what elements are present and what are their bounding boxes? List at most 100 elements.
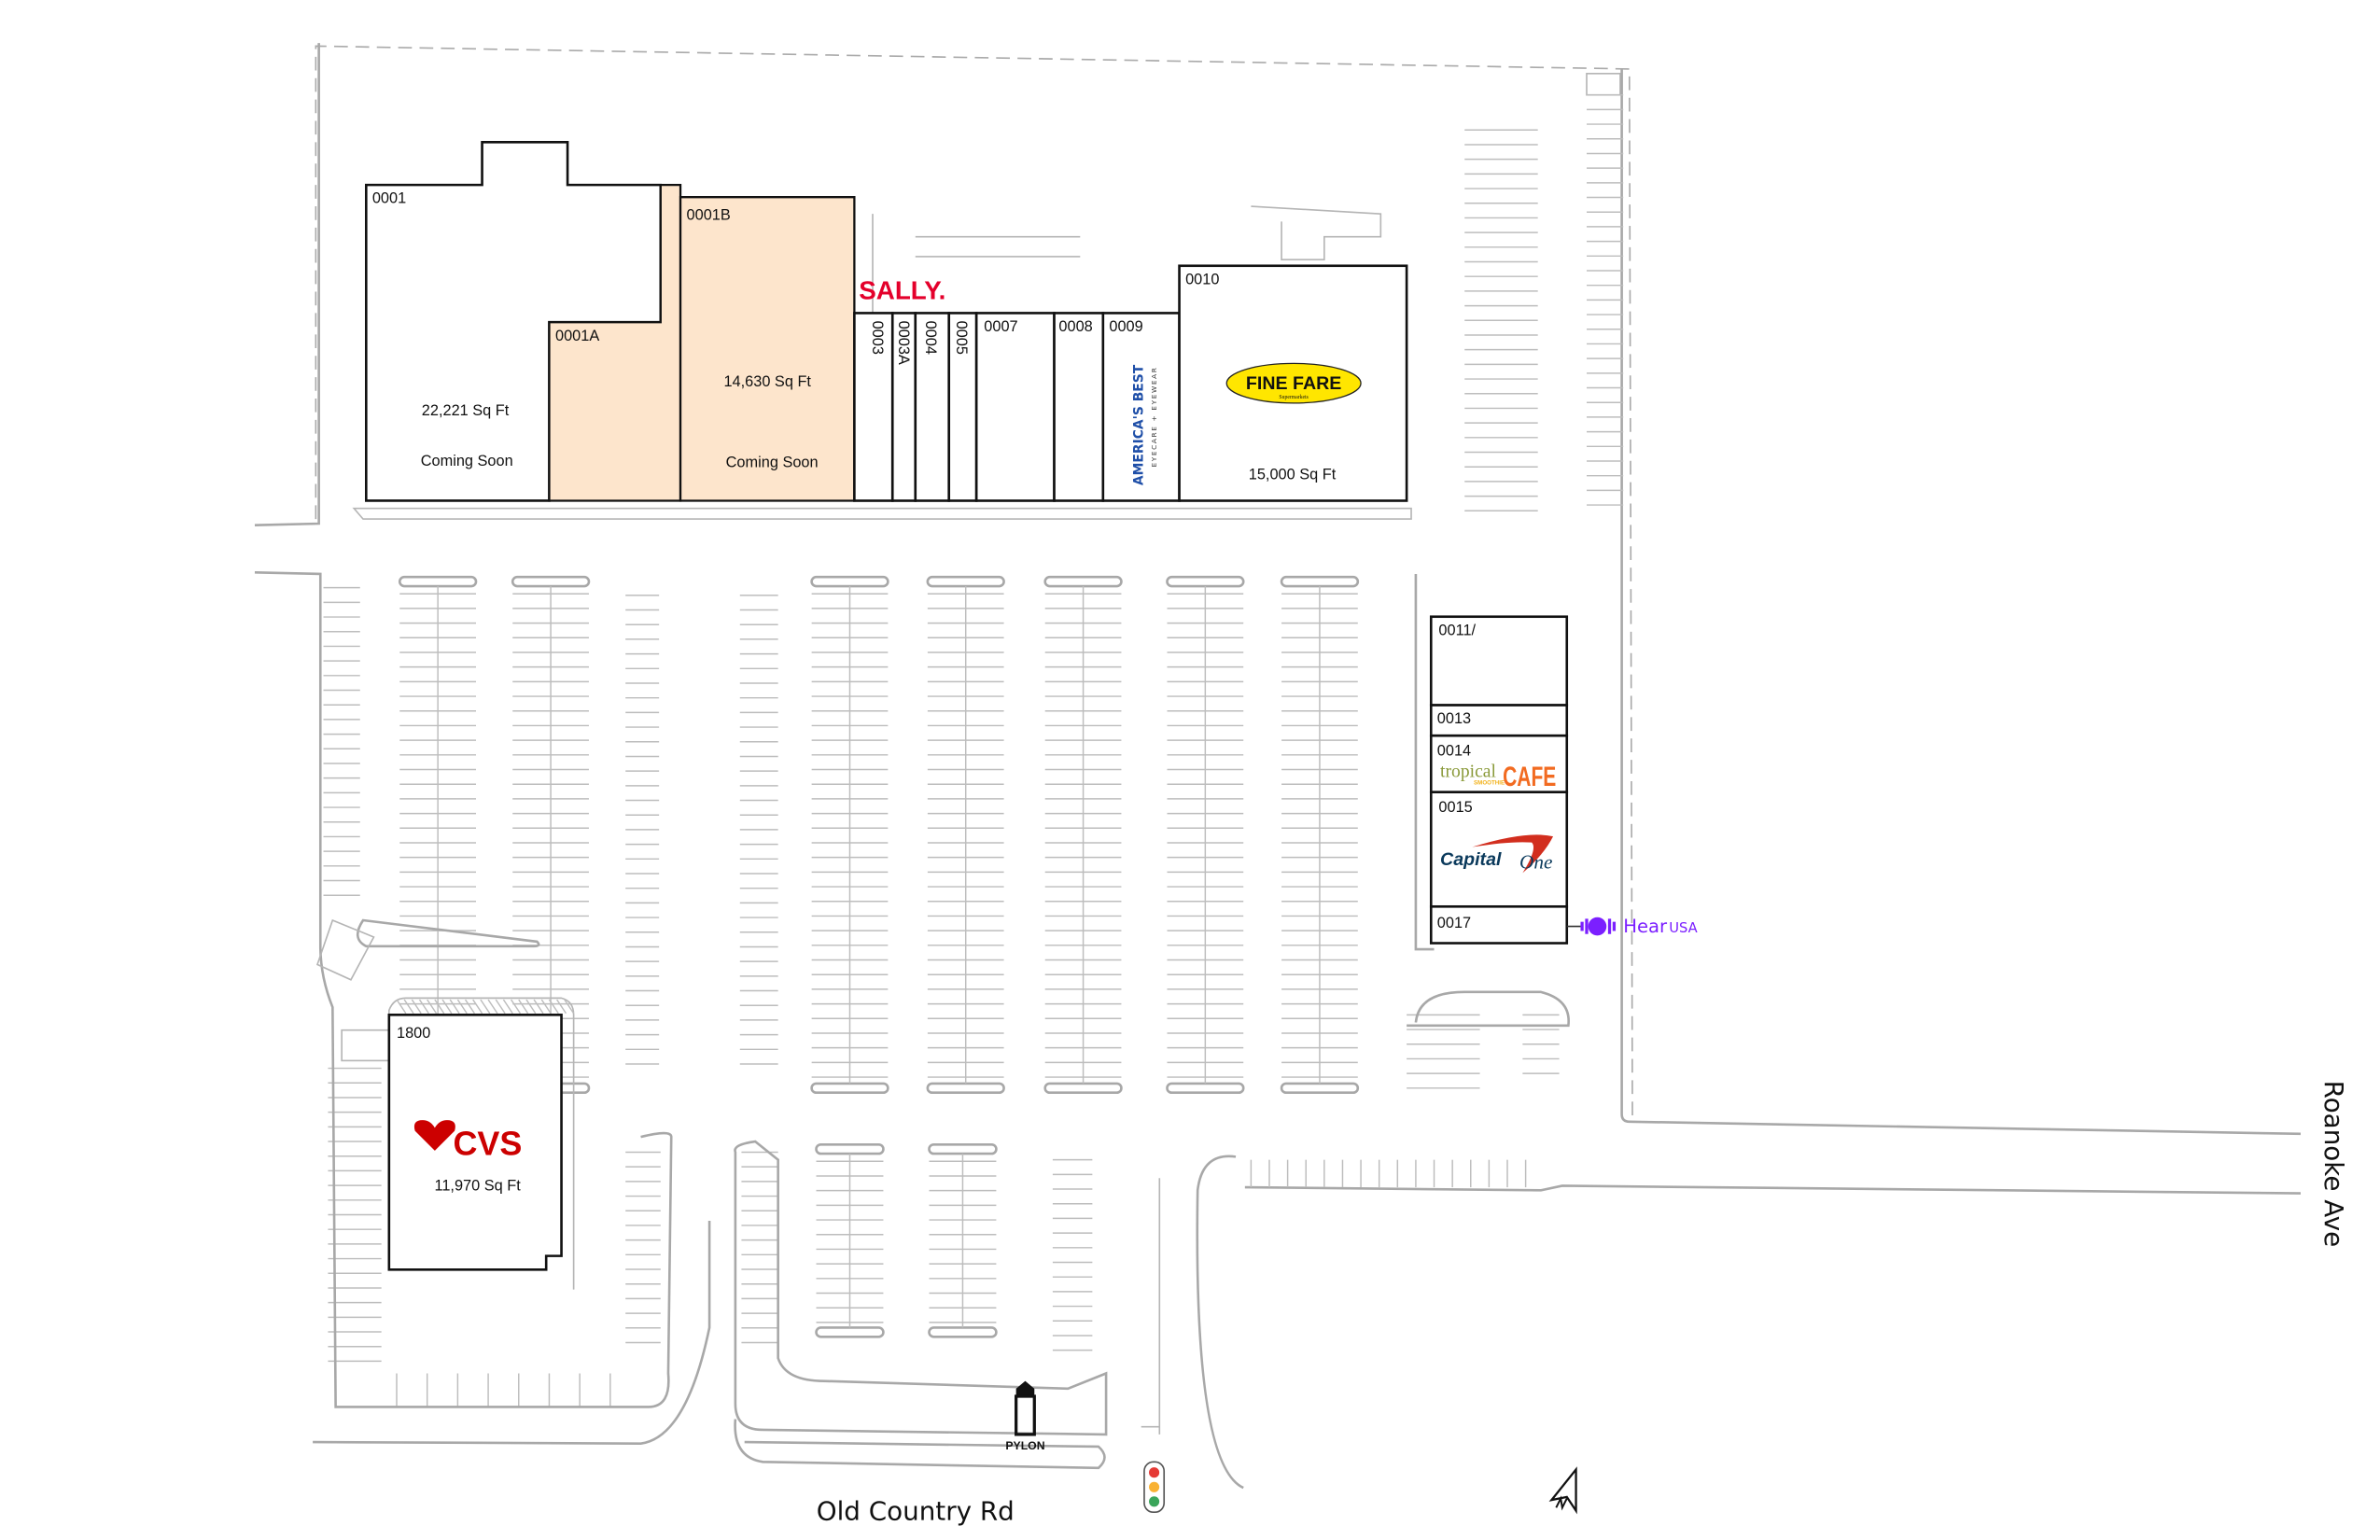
hatch-line: [403, 999, 414, 1015]
hatch-line: [556, 999, 567, 1015]
capital-one-swoosh: [1472, 834, 1554, 874]
parking-island: [1166, 1082, 1245, 1095]
parking-island: [1166, 575, 1245, 588]
unit-id: 0009: [1109, 318, 1142, 335]
unit-id: 0013: [1437, 710, 1471, 727]
unit-0009[interactable]: [1101, 312, 1181, 502]
hatch-line: [411, 999, 422, 1015]
unit-status: Coming Soon: [726, 455, 819, 471]
unit-id: 0007: [984, 318, 1017, 335]
unit-0007[interactable]: [974, 312, 1056, 502]
unit-0001A[interactable]: 0001A: [548, 183, 682, 502]
road-label-old-country-rd: Old Country Rd: [817, 1495, 1015, 1526]
parking-island: [810, 575, 889, 588]
unit-id: 0008: [1058, 318, 1092, 335]
unit-0017[interactable]: [1429, 904, 1569, 945]
unit-id: 0001: [372, 190, 406, 207]
hatch-line: [518, 999, 529, 1015]
hatch-line: [540, 999, 552, 1015]
road-label-roanoke-ave: Roanoke Ave: [2318, 1081, 2349, 1248]
parking-island: [926, 1082, 1005, 1095]
unit-id: 0003A: [895, 321, 912, 365]
unit-1800[interactable]: 1800 CVS 11,970 Sq Ft: [341, 997, 575, 1290]
unit-0008[interactable]: [1053, 312, 1105, 502]
hatch-line: [427, 999, 438, 1015]
hatch-line: [487, 999, 498, 1015]
parking-island: [511, 575, 591, 588]
cvs-heart-icon: [413, 1120, 455, 1151]
cvs-logo: CVS: [453, 1125, 522, 1163]
parking-island: [810, 1082, 889, 1095]
unit-sqft: 22,221 Sq Ft: [422, 402, 510, 419]
tropical-logo: tropical: [1440, 762, 1496, 781]
north-arrow-icon: [1548, 1466, 1577, 1515]
hearusa-wave-icon: [1580, 917, 1617, 936]
unit-id: 0005: [953, 321, 970, 355]
americas-best-tagline: EYECARE + EYEWEAR: [1150, 366, 1158, 467]
hatch-line: [472, 999, 483, 1015]
unit-0005[interactable]: [947, 312, 978, 502]
parking-island: [928, 1142, 998, 1155]
drive-aisles: [254, 571, 1570, 1490]
unit-id: 0017: [1437, 915, 1471, 931]
unit-status: Coming Soon: [421, 453, 513, 469]
unit-id: 0011/: [1438, 622, 1476, 638]
pylon-sign-icon: PYLON: [1005, 1380, 1045, 1452]
hatch-line: [418, 999, 429, 1015]
capital-one-logo-end: One: [1519, 850, 1552, 873]
hatch-line: [533, 999, 544, 1015]
unit-0014[interactable]: [1429, 734, 1569, 794]
hatch-line: [464, 999, 475, 1015]
hatch-line: [564, 999, 575, 1015]
hearusa-logo-end: USA: [1669, 920, 1697, 936]
unit-0003A[interactable]: [890, 312, 917, 502]
hatch-line: [449, 999, 460, 1015]
hatch-line: [502, 999, 513, 1015]
fine-fare-logo: FINE FARE: [1246, 373, 1341, 394]
parking-island: [1043, 575, 1123, 588]
unit-0004[interactable]: [914, 312, 951, 502]
hatch-line: [434, 999, 445, 1015]
parking-island: [928, 1326, 998, 1338]
americas-best-logo: AMERICA'S BEST: [1131, 364, 1146, 485]
capital-one-logo: Capital: [1440, 849, 1502, 870]
hatch-line: [441, 999, 453, 1015]
unit-0011[interactable]: [1429, 615, 1569, 707]
hatch-line: [548, 999, 559, 1015]
parking-island: [1280, 575, 1360, 588]
parking-island: [815, 1142, 885, 1155]
unit-0010[interactable]: 0010 FINE FARE Supermarkets 15,000 Sq Ft: [1178, 264, 1408, 502]
pylon-label: PYLON: [1005, 1439, 1044, 1452]
unit-0001B[interactable]: 0001B 14,630 Sq Ft Coming Soon: [679, 196, 856, 502]
fine-fare-logo-badge: [1225, 362, 1362, 404]
pad-building-east: 0011/ 0013 0014 0015 0017 tropical SMOOT…: [1429, 615, 1698, 945]
hearusa-logo: Hear: [1623, 916, 1668, 937]
unit-id: 1800: [397, 1025, 430, 1042]
parking-lots: [323, 93, 1624, 1407]
unit-id: 0004: [922, 321, 939, 355]
hatch-strip: [396, 999, 575, 1015]
sally-logo: SALLY.: [859, 276, 945, 305]
sidewalk: [352, 507, 1412, 520]
unit-id: 0014: [1437, 742, 1471, 759]
property-fence: [254, 43, 2302, 1195]
unit-sqft: 14,630 Sq Ft: [723, 373, 811, 390]
hatch-line: [480, 999, 491, 1015]
unit-sqft: 11,970 Sq Ft: [434, 1177, 521, 1194]
parking-island: [1280, 1082, 1360, 1095]
parking-island: [1043, 1082, 1123, 1095]
traffic-light-icon: [1143, 1461, 1166, 1514]
hatch-line: [525, 999, 537, 1015]
unit-sqft: 15,000 Sq Ft: [1249, 467, 1337, 483]
unit-0003[interactable]: [853, 312, 894, 502]
tropical-logo-end: CAFE: [1503, 762, 1556, 792]
tropical-logo-mid: SMOOTHIE: [1474, 780, 1505, 787]
hatch-line: [510, 999, 522, 1015]
hatch-line: [456, 999, 468, 1015]
parking-island: [815, 1326, 885, 1338]
fine-fare-logo-sub: Supermarkets: [1279, 395, 1309, 400]
unit-id: 0003: [869, 321, 886, 355]
unit-id: 0010: [1185, 271, 1219, 287]
hatch-line: [495, 999, 506, 1015]
